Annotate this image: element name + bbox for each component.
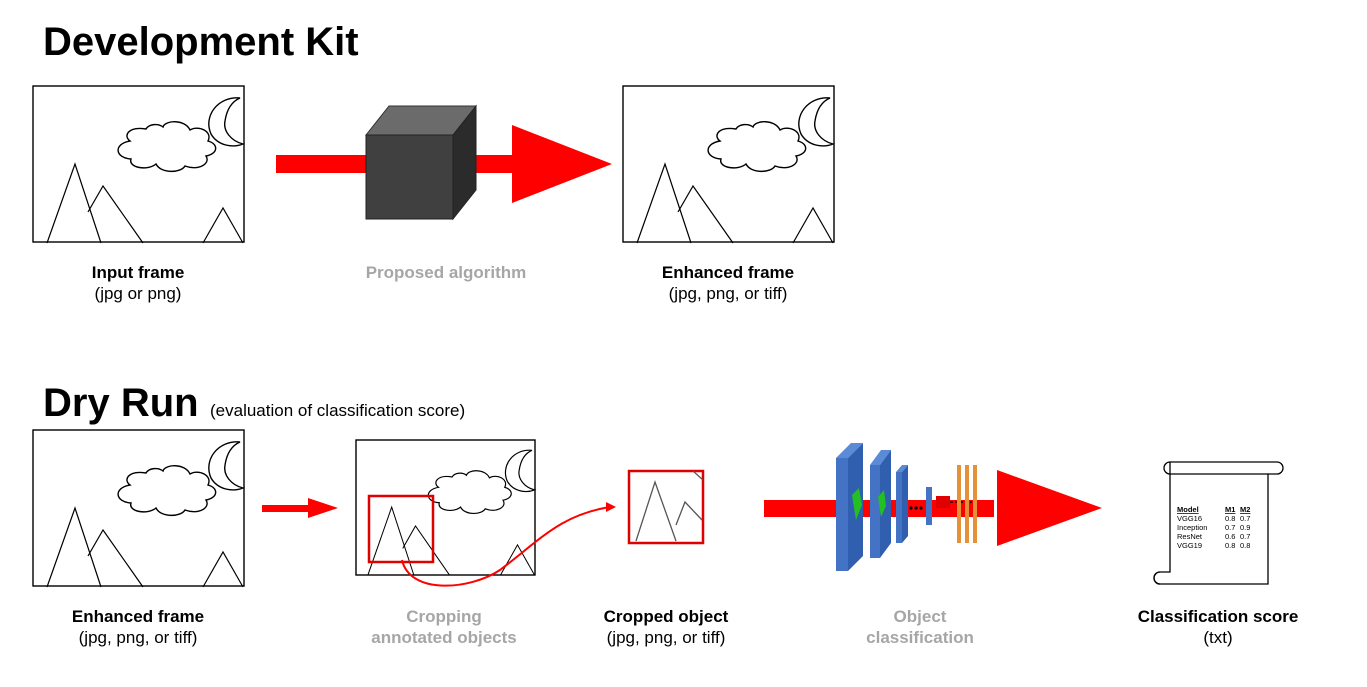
enhanced-frame-output <box>622 85 835 244</box>
dry-enhanced-title: Enhanced frame <box>71 607 205 626</box>
score-header-model: Model <box>1177 505 1199 514</box>
cropping-line1: Cropping <box>406 607 482 626</box>
enhanced-frame-title: Enhanced frame <box>661 263 795 282</box>
input-frame-format: (jpg or png) <box>94 284 182 303</box>
cropped-object-caption: Cropped object (jpg, png, or tiff) <box>566 606 766 648</box>
cropping-caption: Cropping annotated objects <box>354 606 534 648</box>
small-arrow <box>262 498 338 518</box>
proposed-algorithm-caption: Proposed algorithm <box>365 263 527 282</box>
dry-enhanced-format: (jpg, png, or tiff) <box>78 628 198 647</box>
cropped-object-frame <box>627 469 705 545</box>
score-header-m1: M1 <box>1225 505 1235 514</box>
score-row-m1: 0.8 <box>1225 541 1235 550</box>
score-row-model: VGG16 <box>1177 514 1202 523</box>
neural-network-icon <box>836 443 977 571</box>
score-row-model: VGG19 <box>1177 541 1202 550</box>
classification-arrow <box>764 470 1102 546</box>
cropped-object-title: Cropped object <box>603 607 729 626</box>
score-row-m2: 0.8 <box>1240 541 1250 550</box>
score-row-model: ResNet <box>1177 532 1203 541</box>
score-row-m1: 0.7 <box>1225 523 1235 532</box>
crop-link-arrow <box>401 506 611 587</box>
score-row-m1: 0.6 <box>1225 532 1235 541</box>
enhanced-frame-format: (jpg, png, or tiff) <box>668 284 788 303</box>
score-scroll-icon: Model M1 M2 VGG16 0.8 0.7 Inception 0.7 … <box>1153 461 1284 585</box>
classification-line2: classification <box>866 628 974 647</box>
input-frame-title: Input frame <box>91 263 185 282</box>
score-header-m2: M2 <box>1240 505 1250 514</box>
dry-run-subtitle: (evaluation of classification score) <box>210 401 466 420</box>
dry-run-title: Dry Run <box>43 381 199 425</box>
cropping-frame <box>355 439 536 576</box>
score-row-model: Inception <box>1177 523 1207 532</box>
classification-score-format: (txt) <box>1203 628 1233 647</box>
classification-score-caption: Classification score (txt) <box>1108 606 1328 648</box>
input-frame <box>32 85 245 244</box>
enhanced-frame-input <box>32 429 245 588</box>
object-classification-caption: Object classification <box>840 606 1000 648</box>
classification-score-title: Classification score <box>1137 607 1299 626</box>
score-row-m1: 0.8 <box>1225 514 1235 523</box>
enhanced-frame-caption: Enhanced frame (jpg, png, or tiff) <box>618 262 838 304</box>
crop-box <box>367 494 435 564</box>
score-row-m2: 0.9 <box>1240 523 1250 532</box>
dry-enhanced-caption: Enhanced frame (jpg, png, or tiff) <box>28 606 248 648</box>
cropping-line2: annotated objects <box>371 628 517 647</box>
input-frame-caption: Input frame (jpg or png) <box>38 262 238 304</box>
score-row-m2: 0.7 <box>1240 514 1250 523</box>
development-kit-title: Development Kit <box>43 20 359 64</box>
cropped-object-format: (jpg, png, or tiff) <box>606 628 726 647</box>
classification-line1: Object <box>893 607 947 626</box>
black-box-cube <box>364 104 478 221</box>
score-row-m2: 0.7 <box>1240 532 1250 541</box>
